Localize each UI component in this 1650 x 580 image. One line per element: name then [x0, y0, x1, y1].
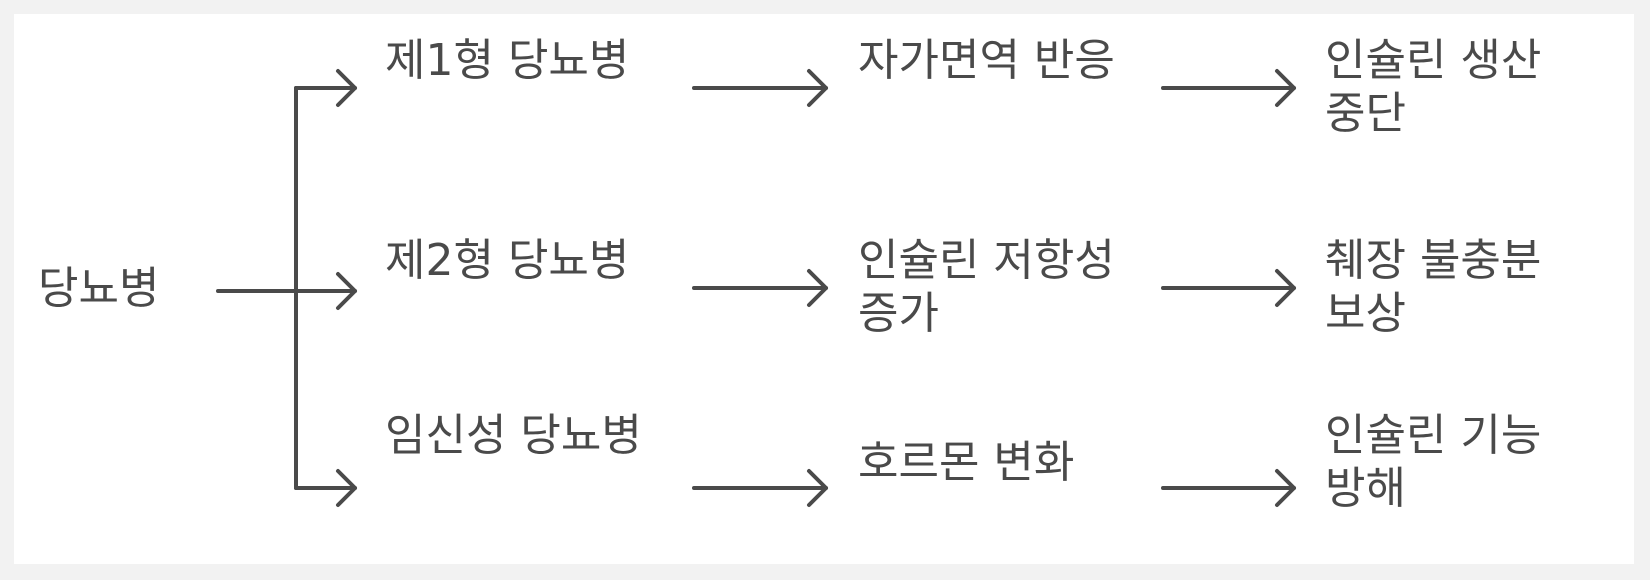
branch-3-effect-label: 인슐린 기능 방해 — [1325, 410, 1542, 514]
branch-3-type-arrowhead — [336, 469, 357, 507]
branch-1-type-label: 제1형 당뇨병 — [385, 35, 630, 86]
branch-3-cause-label: 호르몬 변화 — [858, 437, 1075, 488]
branch-2-effect-arrowhead — [1275, 269, 1296, 307]
branch-2-effect-label: 췌장 불충분 보상 — [1325, 235, 1542, 339]
branch-2-type-label: 제2형 당뇨병 — [385, 235, 630, 286]
branch-1-effect-arrowhead — [1275, 69, 1296, 107]
branch-3-type-label: 임신성 당뇨병 — [385, 410, 642, 461]
branch-3-effect-arrowhead — [1275, 469, 1296, 507]
branch-2-cause-label: 인슐린 저항성 증가 — [858, 235, 1115, 339]
branch-1-type-arrowhead — [336, 69, 357, 107]
branch-3-cause-arrowhead — [807, 469, 828, 507]
branch-1-effect-label: 인슐린 생산 중단 — [1325, 35, 1542, 139]
branch-2-type-arrowhead — [336, 272, 357, 310]
root-node-label: 당뇨병 — [38, 263, 160, 314]
branch-1-cause-label: 자가면역 반응 — [858, 35, 1115, 86]
branch-1-cause-arrowhead — [807, 69, 828, 107]
branch-2-cause-arrowhead — [807, 269, 828, 307]
